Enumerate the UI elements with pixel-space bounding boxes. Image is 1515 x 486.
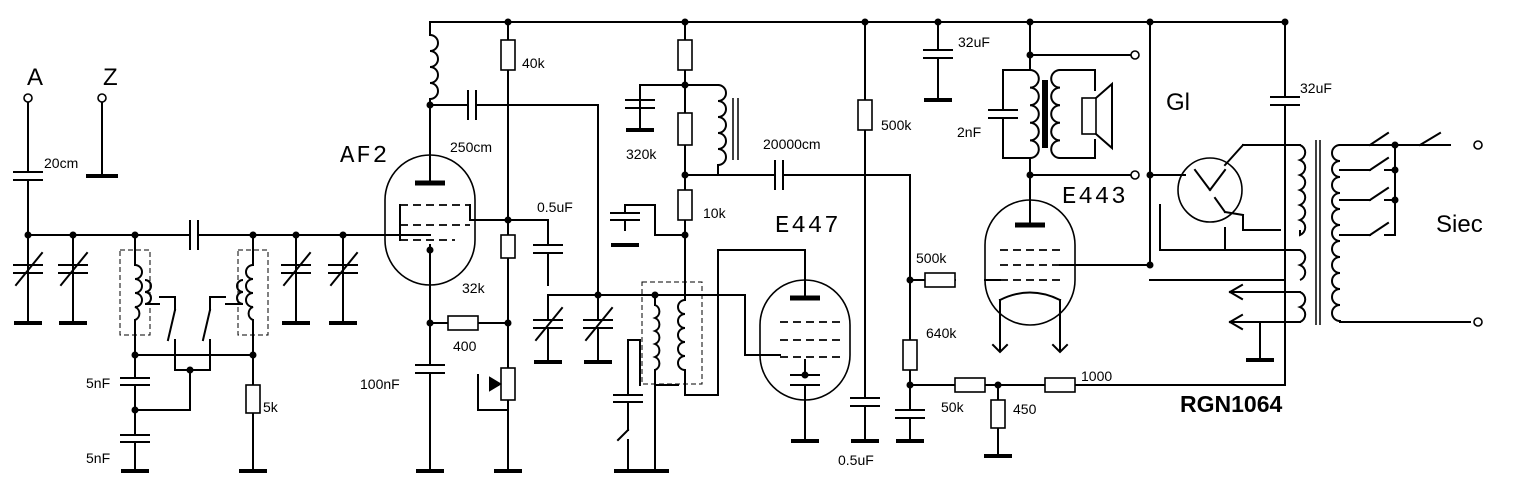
- c-32uf-a-label: 32uF: [958, 34, 990, 50]
- r-500k-a-label: 500k: [881, 117, 912, 133]
- tubes: [384, 143, 1245, 401]
- r-5k-label: 5k: [263, 399, 279, 415]
- c-5nf-b-label: 5nF: [86, 450, 110, 466]
- r-40k-label: 40k: [522, 55, 546, 71]
- r-320k-label: 320k: [626, 146, 657, 162]
- junction-dots: [24, 18, 1399, 414]
- r-50k-label: 50k: [941, 399, 965, 415]
- resistors: [245, 39, 1076, 429]
- c-5nf-a-label: 5nF: [86, 375, 110, 391]
- rectifier-tube-label: Gl: [1166, 89, 1190, 116]
- r-400-label: 400: [453, 338, 477, 354]
- rectifier-model-label: RGN1064: [1180, 391, 1282, 417]
- mains-label: Siec: [1436, 211, 1483, 238]
- ground-symbols: [14, 98, 1274, 473]
- ground-label: Z: [103, 64, 118, 91]
- labels: A Z 20cm AF2 250cm 40k 0.5uF 32k 400 100…: [27, 34, 1483, 468]
- c-250-label: 250cm: [450, 139, 492, 155]
- r-500k-b-label: 500k: [916, 250, 947, 266]
- c-05uf-b-label: 0.5uF: [838, 452, 874, 468]
- variable-capacitors: [13, 251, 614, 342]
- e443-tube-label: E443: [1062, 184, 1128, 211]
- antenna-label: A: [27, 64, 43, 91]
- e447-tube-label: E447: [775, 213, 841, 240]
- r-640k-label: 640k: [926, 325, 957, 341]
- r-32k-label: 32k: [462, 280, 486, 296]
- r-450-label: 450: [1013, 401, 1037, 417]
- coils: [119, 34, 1442, 442]
- c-32uf-b-label: 32uF: [1300, 80, 1332, 96]
- c-100nf-label: 100nF: [360, 376, 400, 392]
- af2-tube-label: AF2: [340, 143, 389, 170]
- c-2nf-label: 2nF: [957, 124, 981, 140]
- r-10k-label: 10k: [703, 205, 727, 221]
- terminals: [23, 50, 1483, 327]
- r-1000-label: 1000: [1081, 368, 1112, 384]
- c-20000cm-label: 20000cm: [763, 136, 821, 152]
- capacitors: [13, 49, 1300, 443]
- c-antenna-label: 20cm: [44, 155, 78, 171]
- c-05uf-a-label: 0.5uF: [537, 199, 573, 215]
